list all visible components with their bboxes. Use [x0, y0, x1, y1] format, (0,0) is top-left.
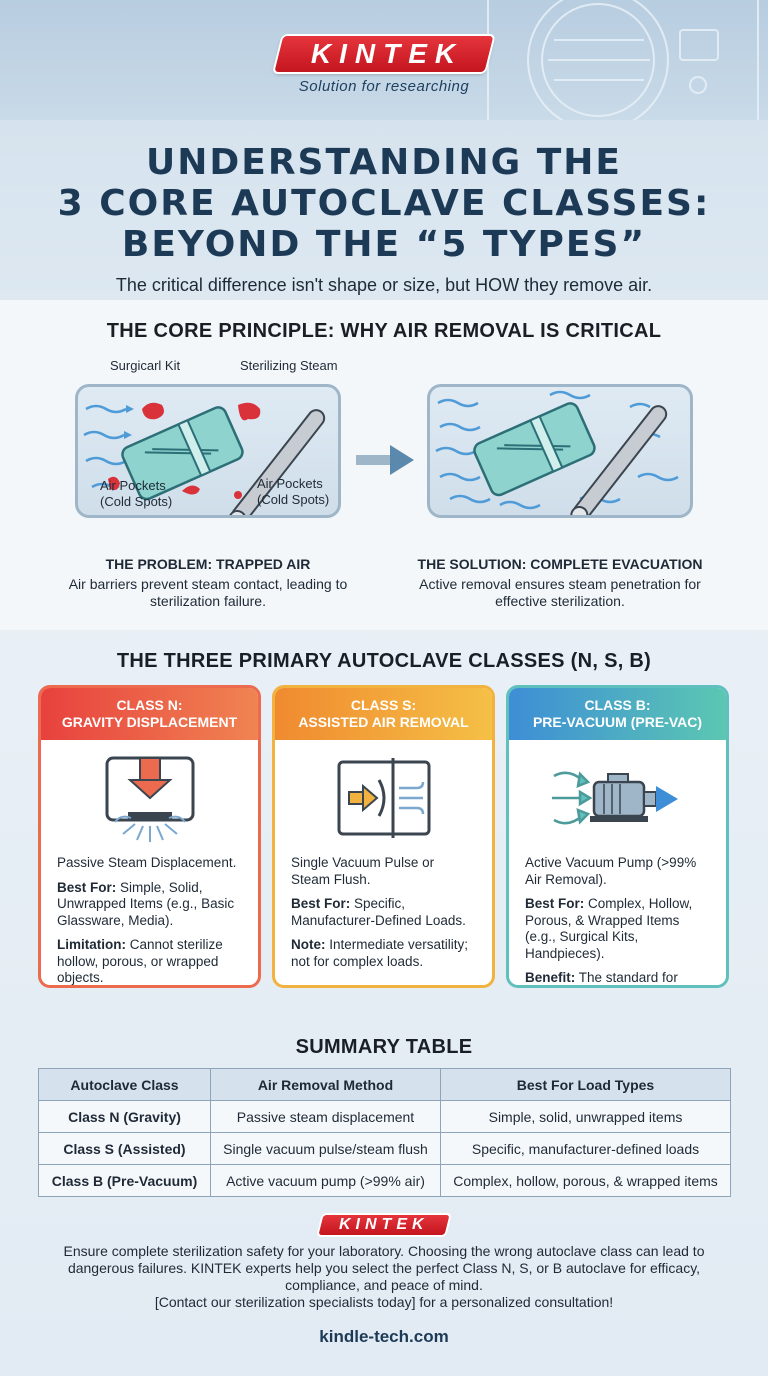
table-row: Class N (Gravity) Passive steam displace…: [38, 1100, 731, 1133]
title-line-2: 3 CORE AUTOCLAVE CLASSES:: [57, 183, 711, 224]
summary-section: SUMMARY TABLE Autoclave Class Air Remova…: [0, 1030, 768, 1197]
title-line-1: UNDERSTANDING THE: [145, 142, 622, 183]
summary-table: Autoclave Class Air Removal Method Best …: [38, 1068, 731, 1197]
class-s-card: CLASS S: ASSISTED AIR REMOVAL Single Vac…: [272, 685, 495, 988]
contact-cta-link[interactable]: [Contact our sterilization specialists t…: [154, 1294, 614, 1310]
class-b-header: CLASS B: PRE-VACUUM (PRE-VAC): [509, 688, 726, 740]
solution-title: THE SOLUTION: COMPLETE EVACUATION: [417, 556, 703, 572]
classes-section: THE THREE PRIMARY AUTOCLAVE CLASSES (N, …: [0, 630, 768, 1030]
class-b-card: CLASS B: PRE-VACUUM (PRE-VAC) Active Vac…: [506, 685, 729, 988]
table-cell: Active vacuum pump (>99% air): [210, 1164, 441, 1197]
class-b-desc: Active Vacuum Pump (>99% Air Removal).: [525, 855, 697, 887]
class-n-card: CLASS N: GRAVITY DISPLACEMENT Passive St…: [38, 685, 261, 988]
problem-panel: [75, 384, 341, 529]
class-s-best: Best For: Specific, Manufacturer-Defined…: [291, 896, 466, 928]
table-header-row: Autoclave Class Air Removal Method Best …: [38, 1068, 731, 1101]
logo-tagline: Solution for researching: [298, 78, 470, 95]
label-air-pockets-1: Air Pockets (Cold Spots): [100, 478, 173, 509]
class-s-desc: Single Vacuum Pulse or Steam Flush.: [291, 855, 435, 887]
title-line-3: BEYOND THE “5 TYPES”: [121, 224, 647, 265]
page-subtitle: The critical difference isn't shape or s…: [115, 275, 653, 295]
solution-text: Active removal ensures steam penetration…: [419, 576, 701, 609]
kintek-logo: KINTEK Solution for researching: [274, 36, 494, 95]
gravity-displacement-icon: [105, 756, 194, 842]
label-sterilizing-steam: Sterilizing Steam: [240, 358, 338, 373]
class-b-note: Benefit: The standard for medical & dent…: [525, 970, 678, 985]
website-link[interactable]: kindle-tech.com: [319, 1327, 449, 1346]
vacuum-pump-icon: [551, 770, 678, 825]
class-b-title: CLASS B:: [584, 697, 651, 713]
class-s-subtitle: ASSISTED AIR REMOVAL: [298, 714, 469, 730]
arrow-right-icon: [356, 445, 414, 475]
table-cell: Single vacuum pulse/steam flush: [210, 1132, 441, 1165]
assisted-air-removal-icon: [337, 757, 430, 838]
solution-panel: [427, 384, 693, 525]
trapped-air-illustration-icon: [83, 402, 326, 529]
table-cell: Simple, solid, unwrapped items: [440, 1100, 731, 1133]
summary-heading: SUMMARY TABLE: [295, 1036, 473, 1058]
table-cell: Passive steam displacement: [210, 1100, 441, 1133]
class-n-subtitle: GRAVITY DISPLACEMENT: [61, 714, 238, 730]
footer-logo: KINTEK: [318, 1215, 450, 1235]
logo-badge: KINTEK: [274, 36, 494, 72]
footer-text: Ensure complete sterilization safety for…: [63, 1243, 705, 1293]
table-header-cell: Best For Load Types: [440, 1068, 731, 1101]
class-n-title: CLASS N:: [116, 697, 183, 713]
autoclave-illustration-icon: [487, 0, 759, 120]
class-n-header: CLASS N: GRAVITY DISPLACEMENT: [41, 688, 258, 740]
table-header-cell: Air Removal Method: [210, 1068, 441, 1101]
table-cell: Class S (Assisted): [38, 1132, 211, 1165]
class-n-best: Best For: Simple, Solid, Unwrapped Items…: [57, 879, 235, 928]
class-n-note: Limitation: Cannot sterilize hollow, por…: [57, 937, 223, 985]
class-n-desc: Passive Steam Displacement.: [57, 855, 237, 870]
principle-heading: THE CORE PRINCIPLE: WHY AIR REMOVAL IS C…: [106, 320, 662, 342]
table-cell: Complex, hollow, porous, & wrapped items: [440, 1164, 731, 1197]
class-b-best: Best For: Complex, Hollow, Porous, & Wra…: [525, 896, 693, 961]
classes-heading: THE THREE PRIMARY AUTOCLAVE CLASSES (N, …: [116, 650, 652, 672]
header-band: KINTEK Solution for researching: [0, 0, 768, 120]
class-s-title: CLASS S:: [350, 697, 417, 713]
label-air-pockets-2: Air Pockets (Cold Spots): [257, 476, 330, 507]
class-s-note: Note: Intermediate versatility; not for …: [291, 937, 469, 969]
principle-section: THE CORE PRINCIPLE: WHY AIR REMOVAL IS C…: [0, 300, 768, 630]
class-s-header: CLASS S: ASSISTED AIR REMOVAL: [275, 688, 492, 740]
table-cell: Specific, manufacturer-defined loads: [440, 1132, 731, 1165]
table-row: Class S (Assisted) Single vacuum pulse/s…: [38, 1132, 731, 1165]
table-header-cell: Autoclave Class: [38, 1068, 211, 1101]
problem-text: Air barriers prevent steam contact, lead…: [68, 576, 348, 609]
table-cell: Class B (Pre-Vacuum): [38, 1164, 211, 1197]
problem-title: THE PROBLEM: TRAPPED AIR: [105, 556, 311, 572]
class-b-subtitle: PRE-VACUUM (PRE-VAC): [532, 714, 703, 730]
table-row: Class B (Pre-Vacuum) Active vacuum pump …: [38, 1164, 731, 1197]
complete-evacuation-illustration-icon: [435, 390, 679, 525]
table-cell: Class N (Gravity): [38, 1100, 211, 1133]
title-band: UNDERSTANDING THE 3 CORE AUTOCLAVE CLASS…: [0, 120, 768, 300]
footer: KINTEK Ensure complete sterilization saf…: [0, 1215, 768, 1347]
label-surgical-kit: Surgicarl Kit: [110, 358, 181, 373]
